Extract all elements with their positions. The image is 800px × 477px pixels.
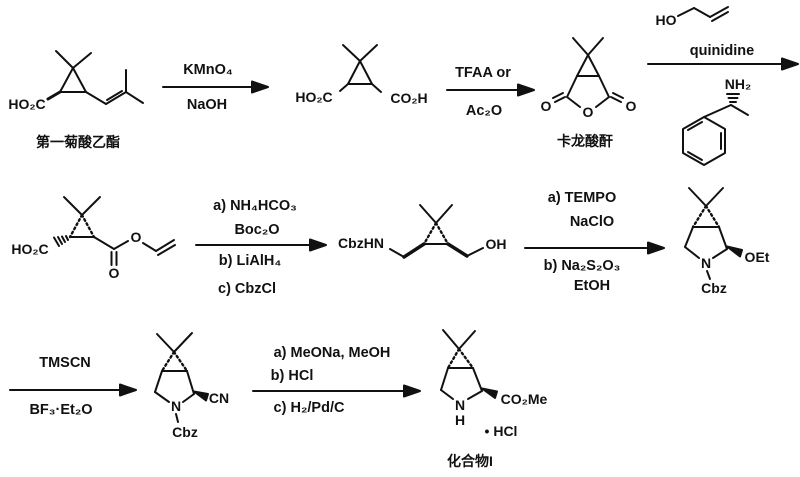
m6-oet-label: OEt (744, 249, 770, 265)
structure-bicyclic-oet (684, 187, 743, 280)
m8-hcl-label: • HCl (484, 423, 518, 439)
structure-caronic-acid (339, 44, 382, 93)
step5-reagent-a2: NaClO (569, 213, 615, 230)
m3-name-label: 卡龙酸酐 (557, 133, 613, 149)
m8-n-label: N (454, 397, 466, 413)
arrow-step4 (195, 238, 327, 252)
m8-ester-label: CO₂Me (500, 391, 548, 407)
step4-reagent-a2: Boc₂O (234, 221, 280, 238)
m3-o-right-label: O (625, 98, 637, 114)
step7-reagent-b: b) HCl (270, 367, 314, 384)
structure-allyl-alcohol (677, 6, 729, 22)
m4-acid-label: HO₂C (11, 241, 49, 257)
m5-oh-label: OH (485, 236, 507, 252)
arrow-step5 (524, 241, 665, 255)
arrow-step2 (446, 83, 535, 97)
arrow-step7 (252, 384, 421, 398)
step2-reagent-above: TFAA or (455, 64, 511, 81)
step6-reagent-above: TMSCN (39, 354, 91, 371)
step1-reagent-above: KMnO₄ (183, 61, 233, 78)
m4-carbonyl-o-label: O (108, 265, 120, 281)
m4-ester-o-label: O (130, 229, 142, 245)
m6-cbz-label: Cbz (701, 280, 727, 296)
arrow-step6 (9, 383, 137, 397)
arrow-step3 (647, 57, 799, 71)
structure-bicyclic-nitrile (154, 332, 209, 423)
step4-reagent-c: c) CbzCl (218, 280, 276, 297)
step3-reagent: quinidine (689, 42, 755, 59)
step6-reagent-below: BF₃·Et₂O (29, 401, 93, 418)
structure-phenylethylamine (682, 93, 749, 166)
step2-reagent-below: Ac₂O (465, 102, 503, 119)
m1-acid-label: HO₂C (8, 96, 46, 112)
allyl-alcohol-ho-label: HO (655, 12, 677, 28)
m1-name-label: 第一菊酸乙酯 (36, 134, 120, 150)
step7-reagent-c: c) H₂/Pd/C (273, 399, 345, 416)
amine-nh2-label: NH₂ (724, 76, 752, 92)
m7-cbz-label: Cbz (172, 424, 198, 440)
m7-n-label: N (170, 398, 182, 414)
m2-acid-left-label: HO₂C (295, 89, 333, 105)
m3-o-ring-label: O (582, 104, 594, 120)
step4-reagent-b: b) LiAlH₄ (218, 252, 282, 269)
step5-reagent-b2: EtOH (573, 277, 611, 294)
m7-cn-label: CN (208, 390, 230, 406)
step1-reagent-below: NaOH (186, 96, 228, 113)
structure-chrysanthemic-acid (46, 50, 144, 105)
structure-compound-i (440, 329, 498, 400)
m3-o-left-label: O (540, 98, 552, 114)
arrow-step1 (162, 80, 269, 94)
m6-n-label: N (700, 255, 712, 271)
step5-reagent-b: b) Na₂S₂O₃ (543, 257, 621, 274)
step7-reagent-a: a) MeONa, MeOH (273, 344, 391, 361)
step5-reagent-a: a) TEMPO (547, 189, 617, 206)
m5-cbzhn-label: CbzHN (338, 235, 384, 251)
step4-reagent-a: a) NH₄HCO₃ (213, 197, 297, 214)
m2-acid-right-label: CO₂H (390, 90, 428, 106)
m8-nh-label: H (454, 412, 466, 428)
m8-name-label: 化合物I (447, 453, 493, 469)
structure-monoester (53, 196, 176, 266)
structure-cbz-amino-alcohol (389, 204, 484, 259)
structure-caronic-anhydride (552, 37, 624, 108)
